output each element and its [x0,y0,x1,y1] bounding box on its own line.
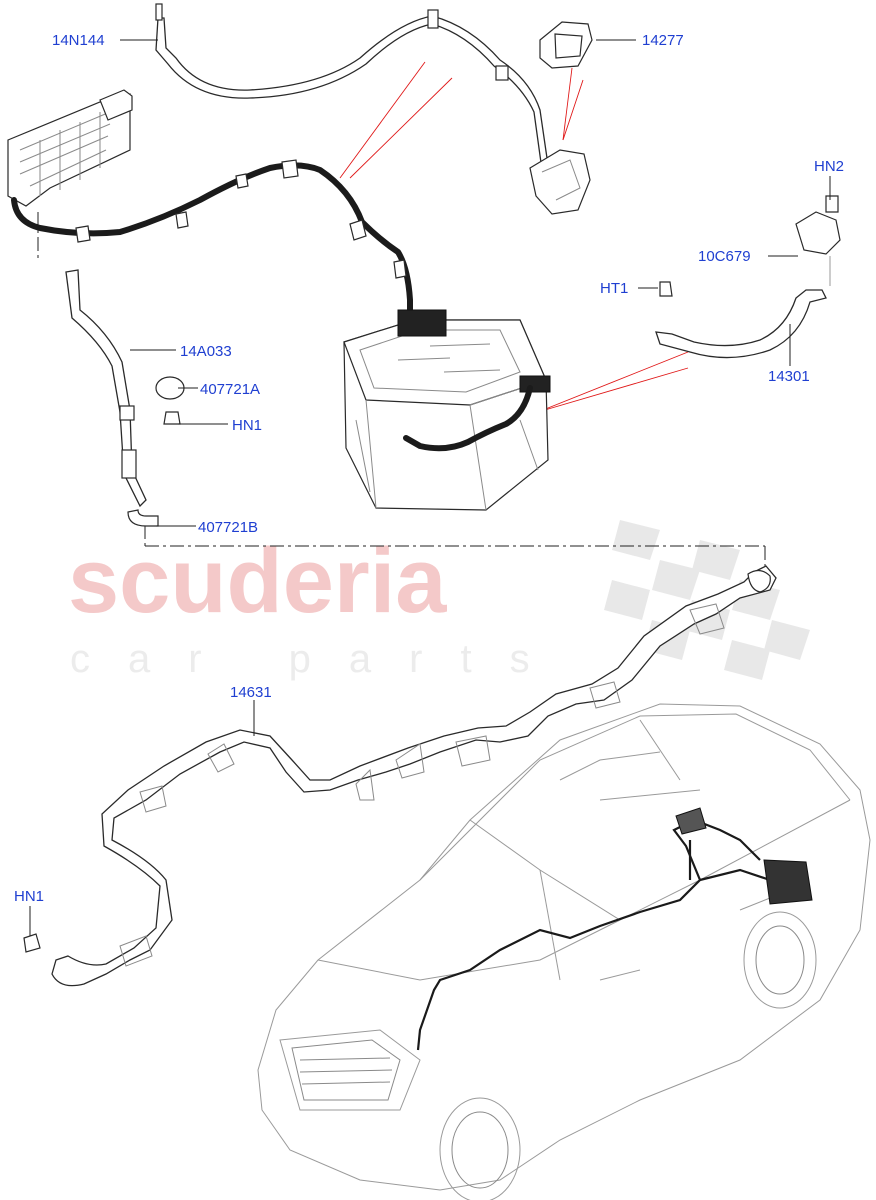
junction-box [7,89,133,207]
cable-14A033 [65,269,159,527]
red-leader-lines [339,61,689,413]
callout-HN2: HN2 [814,158,844,175]
callout-10C679: 10C679 [698,248,751,265]
connector-lines [37,212,766,575]
vehicle-outline [257,703,871,1200]
callout-14631: 14631 [230,684,272,701]
watermark: scuderia car parts [68,520,810,681]
battery-cable-main [11,159,413,325]
watermark-text: scuderia [68,530,447,632]
callout-leaders [29,39,831,936]
callout-HT1: HT1 [600,280,628,297]
ring-terminal [155,3,163,21]
callout-labels: 14N144 14277 HN2 10C679 HT1 14A033 40772… [14,32,844,905]
callout-407721A: 407721A [200,381,260,398]
bracket-14301 [655,195,841,359]
battery [343,309,551,511]
callout-14301: 14301 [768,368,810,385]
callout-14A033: 14A033 [180,343,232,360]
callout-14277: 14277 [642,32,684,49]
sensor-14277 [529,21,593,215]
vehicle-harness [416,807,813,1051]
cable-14N144 [155,3,549,172]
callout-HN1-bottom: HN1 [14,888,44,905]
watermark-subtext: car parts [70,637,568,681]
cable-14631 [23,565,777,987]
clip-407721A [155,376,185,425]
callout-14N144: 14N144 [52,32,105,49]
callout-HN1-top: HN1 [232,417,262,434]
callout-407721B: 407721B [198,519,258,536]
